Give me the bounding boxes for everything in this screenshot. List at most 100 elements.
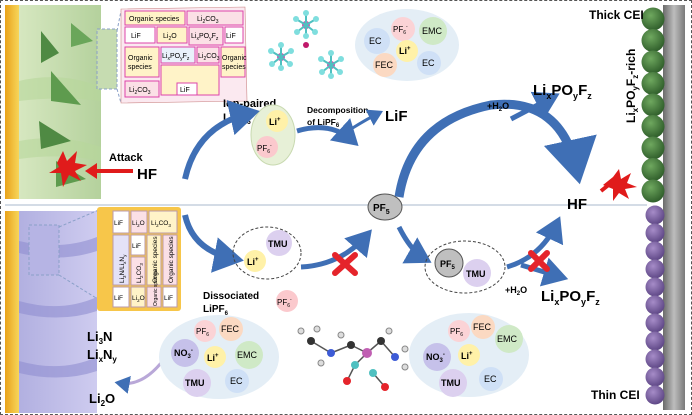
solv-top-fec: FEC [375,60,394,70]
thin-cei-ball [645,205,665,225]
thick-cei-ball [641,136,665,160]
thin-li2o-b: Li2O [132,295,145,303]
dissociated-li: Li+ [247,257,259,267]
ion-paired-group: Ion-paired LiPF6 Li+ PF6- [223,98,296,166]
pf5-center: PF5 [367,193,403,221]
thin-lif-c: LiF [114,295,123,302]
thin-cei-detail: LiF Li2O Li2CO3 Li3N/LixNy LiF Li2CO3 Or… [97,207,181,311]
thin-lif-b: LiF [132,243,141,250]
thick-cei-ball [641,158,665,181]
solv-br-no3: NO3- [426,352,445,364]
arrow-pf5-to-complex [396,225,432,264]
thin-organic-c: Organic species [153,270,159,306]
thin-li2co3-a: Li2CO3 [151,220,171,228]
thin-lif-a: LiF [114,220,123,227]
thin-cei-ball [645,295,665,315]
solv-br-pf6: PF6 [450,327,463,338]
burst-icon-right [603,169,637,201]
solv-br-tmu: TMU [441,378,461,388]
thick-cei-ball [641,115,665,138]
thin-cei-ball [645,241,665,261]
solv-br-ec: EC [484,374,497,384]
reaction-arrows [182,91,597,287]
thin-lif-d: LiF [164,295,173,302]
lif-product-label: LiF [385,108,408,125]
product-bottom-label: LixPOyFz [541,288,600,307]
arrow-to-li2o [114,362,163,394]
arrow-h2o-bottom [520,257,569,287]
thin-cei-ball [645,367,665,387]
blocked-cross-right [528,250,550,272]
cei-organic-left2: species [128,64,152,71]
attack-group: Attack HF [49,151,157,187]
thick-cei-detail: Organic species Li2CO3 LiF Li2O LixPOyFz… [120,6,248,104]
solvation-br: PF6 FEC EMC NO3- Li+ TMU EC [409,313,529,397]
ion-pair-pf6: PF6- [257,143,272,155]
thin-li2co3-b: Li2CO3 [136,263,144,283]
cei-lif-3: LiF [180,87,190,94]
cei-li2co3-mid: Li2CO3 [198,53,220,62]
cei-organic-right: Organic [222,55,247,62]
thick-cei-ball [641,50,665,74]
solv-bl-pf6: PF6 [196,327,209,338]
nitride-products: Li3N LixNy Li2O [87,329,117,408]
arrow-ionpair-to-pf5 [296,118,359,147]
lixpoyfz-rich-label: LixPOyFz-rich [624,49,640,123]
solv-bl-emc: EMC [237,350,258,360]
thick-cei-ball [641,72,665,95]
cei-lipofz-2: LixPOyFz [162,53,190,62]
solv-top-pf6: PF6- [393,24,408,36]
cei-lif-2: LiF [226,33,236,40]
right-cei-column: Thick CEI Thin CEI LixPOyFz-rich [589,5,685,410]
solv-br-fec: FEC [473,322,492,332]
solv-br-li: Li+ [461,351,473,361]
thin-cei-ball [645,331,665,351]
burst-icon [49,151,87,187]
arrow-arc-upper-left [182,99,260,180]
ball-stick-molecules [297,325,409,391]
decomp-label-1: Decomposition [307,105,368,115]
pf5-tmu-complex: PF5 TMU [424,240,506,294]
h2o-top-label: +H2O [487,101,509,113]
arrow-h2o-top [509,91,560,122]
blocked-cross-left [332,252,358,276]
li2o-label: Li2O [89,391,115,408]
cei-li2o-1: Li2O [163,33,177,42]
thick-cei-ball [641,29,665,52]
cei-lipofx-1: LixPOyFz [191,33,219,42]
solv-bl-tmu: TMU [185,378,205,388]
ion-pair-li: Li+ [269,117,281,127]
solv-bl-li: Li+ [207,353,219,363]
attack-label: Attack [109,152,144,164]
arrow-to-lif [350,109,384,131]
pf5-center-label: PF5 [373,203,390,216]
solv-top-emc: EMC [422,26,443,36]
complex-pf5-label: PF5 [440,259,456,271]
complex-tmu-label: TMU [466,269,486,279]
thick-cei-ball [641,93,665,117]
pf6-molecules [268,10,344,79]
cei-li2co3-bot: Li2CO3 [129,87,151,96]
solvation-bl: PF6 FEC NO3- Li+ EMC TMU EC [159,315,279,399]
dissociated-label-1: Dissociated [203,291,259,302]
arrow-complex-to-hf [506,216,564,270]
left-bottom-cathode [5,208,102,413]
thick-cei-ball [641,179,665,203]
li3n-label: Li3N [87,329,112,346]
thick-cei-balls [641,7,665,203]
thin-cei-ball [645,223,665,243]
lixny-label: LixNy [87,347,117,364]
solv-top-li: Li+ [399,46,411,56]
arrow-arc-lower-left [182,214,244,273]
thick-cei-ball [641,7,665,31]
solvation-top: EC PF6- EMC Li+ FEC EC [355,9,459,81]
solv-bl-ec: EC [230,376,243,386]
thin-organic-a: Organic species [152,236,159,283]
attack-arrow [85,163,133,179]
arrow-dissociated-to-pf5 [300,229,372,270]
thin-cei-ball [645,277,665,297]
thin-organic-b: Organic species [168,236,175,283]
solv-top-ec-left: EC [369,36,382,46]
thick-cei-label: Thick CEI [589,8,644,22]
